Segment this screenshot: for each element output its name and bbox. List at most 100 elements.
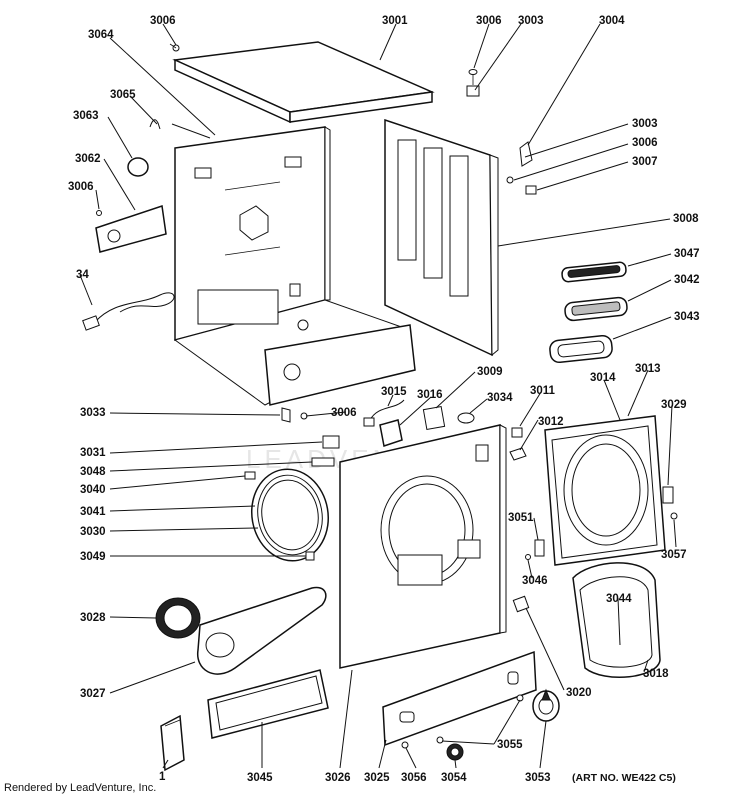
switch-part [322,435,340,449]
part-label-3029: 3029 [661,399,687,411]
top-panel-part [172,41,435,124]
part-label-3025: 3025 [364,772,390,784]
vent-grille-part [564,296,628,322]
front-panel-part [339,424,507,669]
latch-part [511,427,523,438]
part-label-3063: 3063 [73,110,99,122]
lint-duct-seal-part [155,597,201,639]
clip-part [281,407,291,423]
terminal-cover-part [95,205,167,253]
part-label-3047: 3047 [674,248,700,260]
part-label-3006: 3006 [632,137,658,149]
switch-part [379,419,403,447]
clip-part [244,471,256,480]
part-label-3016: 3016 [417,389,443,401]
part-label-3028: 3028 [80,612,106,624]
filter-panel-inner-part [215,675,323,731]
art-number: (ART NO. WE422 C5) [572,772,676,784]
part-label-3004: 3004 [599,15,625,27]
vent-part [561,261,627,283]
part-label-3012: 3012 [538,416,564,428]
part-label-3006: 3006 [150,15,176,27]
hook-part [149,119,161,130]
part-label-3062: 3062 [75,153,101,165]
hinge-part [662,486,674,504]
knob-icon [436,736,444,744]
part-label-3026: 3026 [325,772,351,784]
door-frame-part [572,562,661,679]
part-label-3007: 3007 [632,156,658,168]
screw-icon [169,43,180,52]
part-label-3053: 3053 [525,772,551,784]
part-label-3020: 3020 [566,687,592,699]
part-label-1: 1 [159,771,166,783]
part-label-3056: 3056 [401,772,427,784]
vent-trim-part [549,334,613,364]
screw-icon [670,512,678,520]
part-label-3046: 3046 [522,575,548,587]
owners-manual-part [160,714,185,772]
lamp-holder-part [311,457,335,467]
strike-part [534,539,545,557]
part-label-3015: 3015 [381,386,407,398]
screw-icon [401,741,409,749]
power-cord-part [82,292,175,331]
part-label-3008: 3008 [673,213,699,225]
part-label-3049: 3049 [80,551,106,563]
wire-harness-part [363,399,405,427]
part-label-3014: 3014 [590,372,616,384]
part-label-3042: 3042 [674,274,700,286]
part-label-3043: 3043 [674,311,700,323]
bracket-part [519,141,533,167]
part-label-34: 34 [76,269,89,281]
clip-part [525,185,537,195]
part-label-3006: 3006 [331,407,357,419]
part-label-3034: 3034 [487,392,513,404]
part-label-3031: 3031 [80,447,106,459]
part-label-3013: 3013 [635,363,661,375]
part-label-3040: 3040 [80,484,106,496]
door-switch-part [512,595,530,613]
door-inner-part [551,425,658,559]
cabinet-part [173,126,416,406]
part-label-3051: 3051 [508,512,534,524]
part-label-3009: 3009 [477,366,503,378]
screw-icon [506,176,514,184]
part-label-3044: 3044 [606,593,632,605]
screw-icon [96,210,102,216]
screw-icon [466,69,480,97]
part-label-3048: 3048 [80,466,106,478]
part-label-3045: 3045 [247,772,273,784]
part-label-3011: 3011 [530,385,556,397]
tab-part [305,551,315,561]
round-cover-part [127,157,149,177]
side-panel-part [384,118,499,357]
plug-part [457,412,475,424]
part-label-3003: 3003 [518,15,544,27]
part-label-3057: 3057 [661,549,687,561]
part-label-3003: 3003 [632,118,658,130]
part-label-3006: 3006 [68,181,94,193]
screw-icon [525,554,531,560]
rendered-by-credit: Rendered by LeadVenture, Inc. [4,782,156,794]
part-label-3055: 3055 [497,739,523,751]
part-label-3065: 3065 [110,89,136,101]
part-labels: 3006 3001 3006 3003 3004 3064 3065 3063 … [68,15,700,784]
control-panel-part [382,650,537,747]
part-label-3064: 3064 [88,29,114,41]
part-label-3054: 3054 [441,772,467,784]
insulation-part [422,406,446,430]
knob-icon [446,743,464,761]
part-label-3041: 3041 [80,506,106,518]
latch-strike-part [509,447,527,461]
timer-knob-icon [532,688,560,722]
part-label-3001: 3001 [382,15,408,27]
duct-part [197,586,327,675]
leader-lines [79,23,677,769]
part-label-3027: 3027 [80,688,106,700]
knob-icon [516,694,524,702]
part-label-3006: 3006 [476,15,502,27]
part-label-3030: 3030 [80,526,106,538]
drum-seal-ring-part [250,468,330,562]
